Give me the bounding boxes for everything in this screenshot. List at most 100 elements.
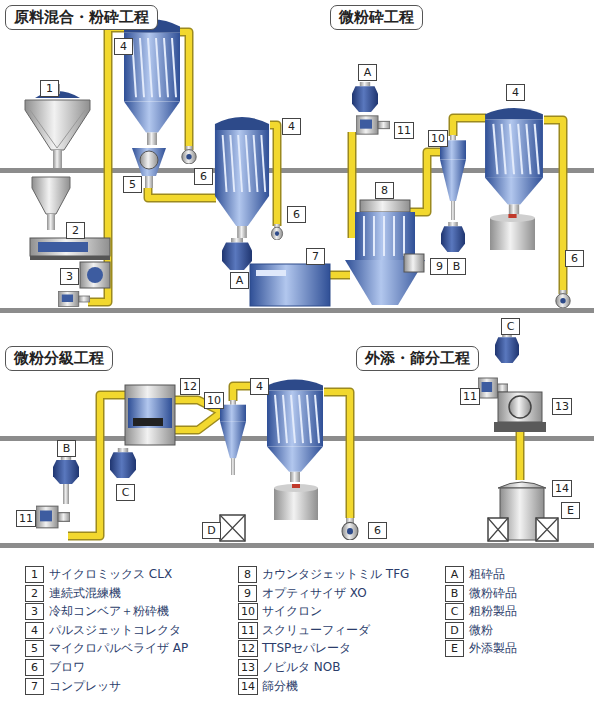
equipment-part — [63, 484, 69, 504]
callout-number: 10 — [204, 392, 224, 409]
legend-item: ノビルタ NOB — [262, 659, 340, 675]
legend-item: 篩分機 — [262, 678, 298, 694]
equipment-part — [404, 254, 424, 272]
callout-number: 14 — [552, 480, 572, 497]
legend-text: 連続式混練機 — [49, 586, 121, 600]
callout-number: A — [358, 64, 377, 81]
callout-number: 5 — [123, 176, 142, 193]
legend-item: パルスジェットコレクタ — [49, 622, 181, 638]
callout-number: 4 — [114, 38, 133, 55]
legend-item: サイクロン — [262, 603, 322, 619]
equipment-part — [128, 398, 172, 428]
legend-item: 微粉砕品 — [469, 585, 517, 601]
section-title-text: 微粉分級工程 — [14, 349, 104, 368]
legend-item: 微粉 — [469, 622, 493, 638]
legend-item: サイクロミックス CLX — [49, 566, 172, 582]
equipment-part — [222, 238, 252, 270]
legend-text: サイクロン — [262, 604, 322, 618]
callout-number: 11 — [394, 122, 414, 139]
legend-key: 14 — [238, 678, 258, 695]
equipment-part — [140, 151, 158, 169]
callout-number: E — [561, 502, 580, 519]
legend-key: A — [445, 566, 464, 583]
legend-key: 2 — [25, 585, 44, 602]
legend-text: 粗粉製品 — [469, 604, 517, 618]
equipment-part — [488, 518, 508, 541]
equipment-part — [215, 117, 269, 238]
legend-key: C — [445, 603, 464, 620]
equipment-part — [488, 518, 508, 541]
callout-number: 6 — [565, 250, 584, 267]
legend-key: 3 — [25, 603, 44, 620]
equipment-part — [220, 515, 245, 541]
legend-text: マイクロパルベライザ AP — [49, 641, 188, 655]
callout-number: 11 — [460, 388, 480, 405]
callout-number: 6 — [287, 206, 306, 223]
legend-key: 7 — [25, 678, 44, 695]
equipment-part — [509, 396, 531, 418]
equipment-part — [182, 146, 196, 164]
equipment-part — [250, 264, 330, 306]
equipment-part — [364, 216, 404, 256]
legend-key: D — [445, 622, 464, 639]
legend-item: カウンタジェットミル TFG — [262, 566, 409, 582]
equipment-part — [30, 110, 85, 148]
equipment-part — [360, 200, 410, 212]
callout-number: 4 — [282, 118, 301, 135]
equipment-part — [25, 100, 90, 150]
legend-text: ノビルタ NOB — [262, 660, 340, 674]
equipment-part — [274, 484, 318, 520]
equipment-part — [256, 270, 286, 276]
legend-text: 微粉 — [469, 623, 493, 637]
equipment-part — [267, 380, 323, 482]
legend-key: B — [445, 585, 464, 602]
callout-number: 6 — [194, 168, 213, 185]
section-title-text: 外添・篩分工程 — [365, 349, 470, 368]
section-title-text: 微粉砕工程 — [339, 8, 414, 27]
legend-text: スクリューフィーダ — [262, 623, 370, 637]
legend-key: 9 — [238, 585, 257, 602]
legend-text: カウンタジェットミル TFG — [262, 567, 409, 581]
equipment-part — [556, 290, 570, 308]
equipment-part — [271, 224, 282, 240]
legend-text: コンプレッサ — [49, 679, 121, 693]
callout-number: 4 — [250, 378, 269, 395]
legend-text: オプティサイザ XO — [262, 586, 367, 600]
legend-key: 12 — [238, 640, 258, 657]
equipment-part — [220, 400, 246, 475]
equipment-part — [490, 214, 535, 250]
equipment-part — [36, 506, 70, 528]
legend-key: 1 — [25, 566, 44, 583]
equipment-part — [132, 148, 166, 176]
section-title: 微粉砕工程 — [330, 5, 423, 30]
equipment-part — [53, 456, 79, 484]
equipment-part — [47, 214, 55, 230]
legend-item: 外添製品 — [469, 640, 517, 656]
equipment-part — [133, 418, 163, 426]
equipment-part — [441, 222, 465, 252]
equipment — [25, 19, 570, 541]
equipment-part — [342, 518, 358, 540]
callout-number: 2 — [66, 222, 85, 239]
legend-item: 粗砕品 — [469, 566, 505, 582]
callout-number: D — [202, 522, 221, 539]
legend-key: 8 — [238, 566, 257, 583]
legend-key: 13 — [238, 659, 258, 676]
equipment-part — [495, 333, 519, 363]
equipment-part — [53, 150, 62, 168]
legend-text: 微粉砕品 — [469, 586, 517, 600]
equipment-part — [485, 108, 543, 215]
equipment-part — [356, 116, 390, 134]
legend-item: マイクロパルベライザ AP — [49, 640, 188, 656]
section-title: 外添・篩分工程 — [356, 346, 479, 371]
legend-item: 連続式混練機 — [49, 585, 121, 601]
legend-item: 冷却コンベア＋粉砕機 — [49, 603, 169, 619]
legend-item: 粗粉製品 — [469, 603, 517, 619]
legend-text: TTSPセパレータ — [262, 641, 351, 655]
equipment-part — [498, 482, 546, 488]
callout-number: C — [501, 318, 520, 335]
equipment-part — [494, 422, 546, 432]
equipment-part — [87, 267, 103, 283]
equipment-part — [220, 515, 245, 541]
